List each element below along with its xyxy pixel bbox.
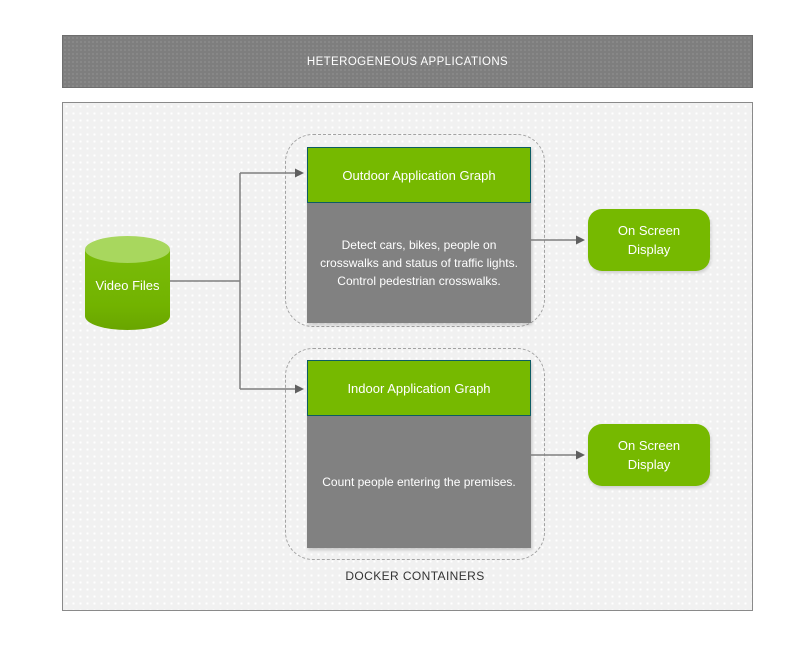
video-files-label: Video Files (95, 278, 160, 293)
indoor-application-title: Indoor Application Graph (307, 360, 531, 416)
video-files-node: Video Files (85, 236, 170, 330)
osd-1-label: On Screen Display (617, 222, 681, 258)
cylinder-top-shape (85, 236, 170, 263)
indoor-title-text: Indoor Application Graph (347, 380, 491, 396)
docker-group-outdoor (285, 134, 545, 327)
outdoor-application-description: Detect cars, bikes, people on crosswalks… (307, 203, 531, 323)
outdoor-application-node: Outdoor Application Graph Detect cars, b… (307, 147, 531, 323)
banner-title: HETEROGENEOUS APPLICATIONS (306, 55, 509, 68)
heterogeneous-applications-banner: HETEROGENEOUS APPLICATIONS (62, 35, 753, 88)
docker-containers-caption: DOCKER CONTAINERS (345, 569, 485, 583)
on-screen-display-node-1: On Screen Display (588, 209, 710, 271)
indoor-application-node: Indoor Application Graph Count people en… (307, 360, 531, 548)
outdoor-title-text: Outdoor Application Graph (342, 167, 496, 183)
outdoor-description-text: Detect cars, bikes, people on crosswalks… (320, 238, 518, 288)
on-screen-display-node-2: On Screen Display (588, 424, 710, 486)
indoor-description-text: Count people entering the premises. (322, 475, 516, 489)
osd-2-label: On Screen Display (617, 437, 681, 473)
outdoor-application-title: Outdoor Application Graph (307, 147, 531, 203)
docker-group-indoor (285, 348, 545, 560)
indoor-application-description: Count people entering the premises. (307, 416, 531, 548)
